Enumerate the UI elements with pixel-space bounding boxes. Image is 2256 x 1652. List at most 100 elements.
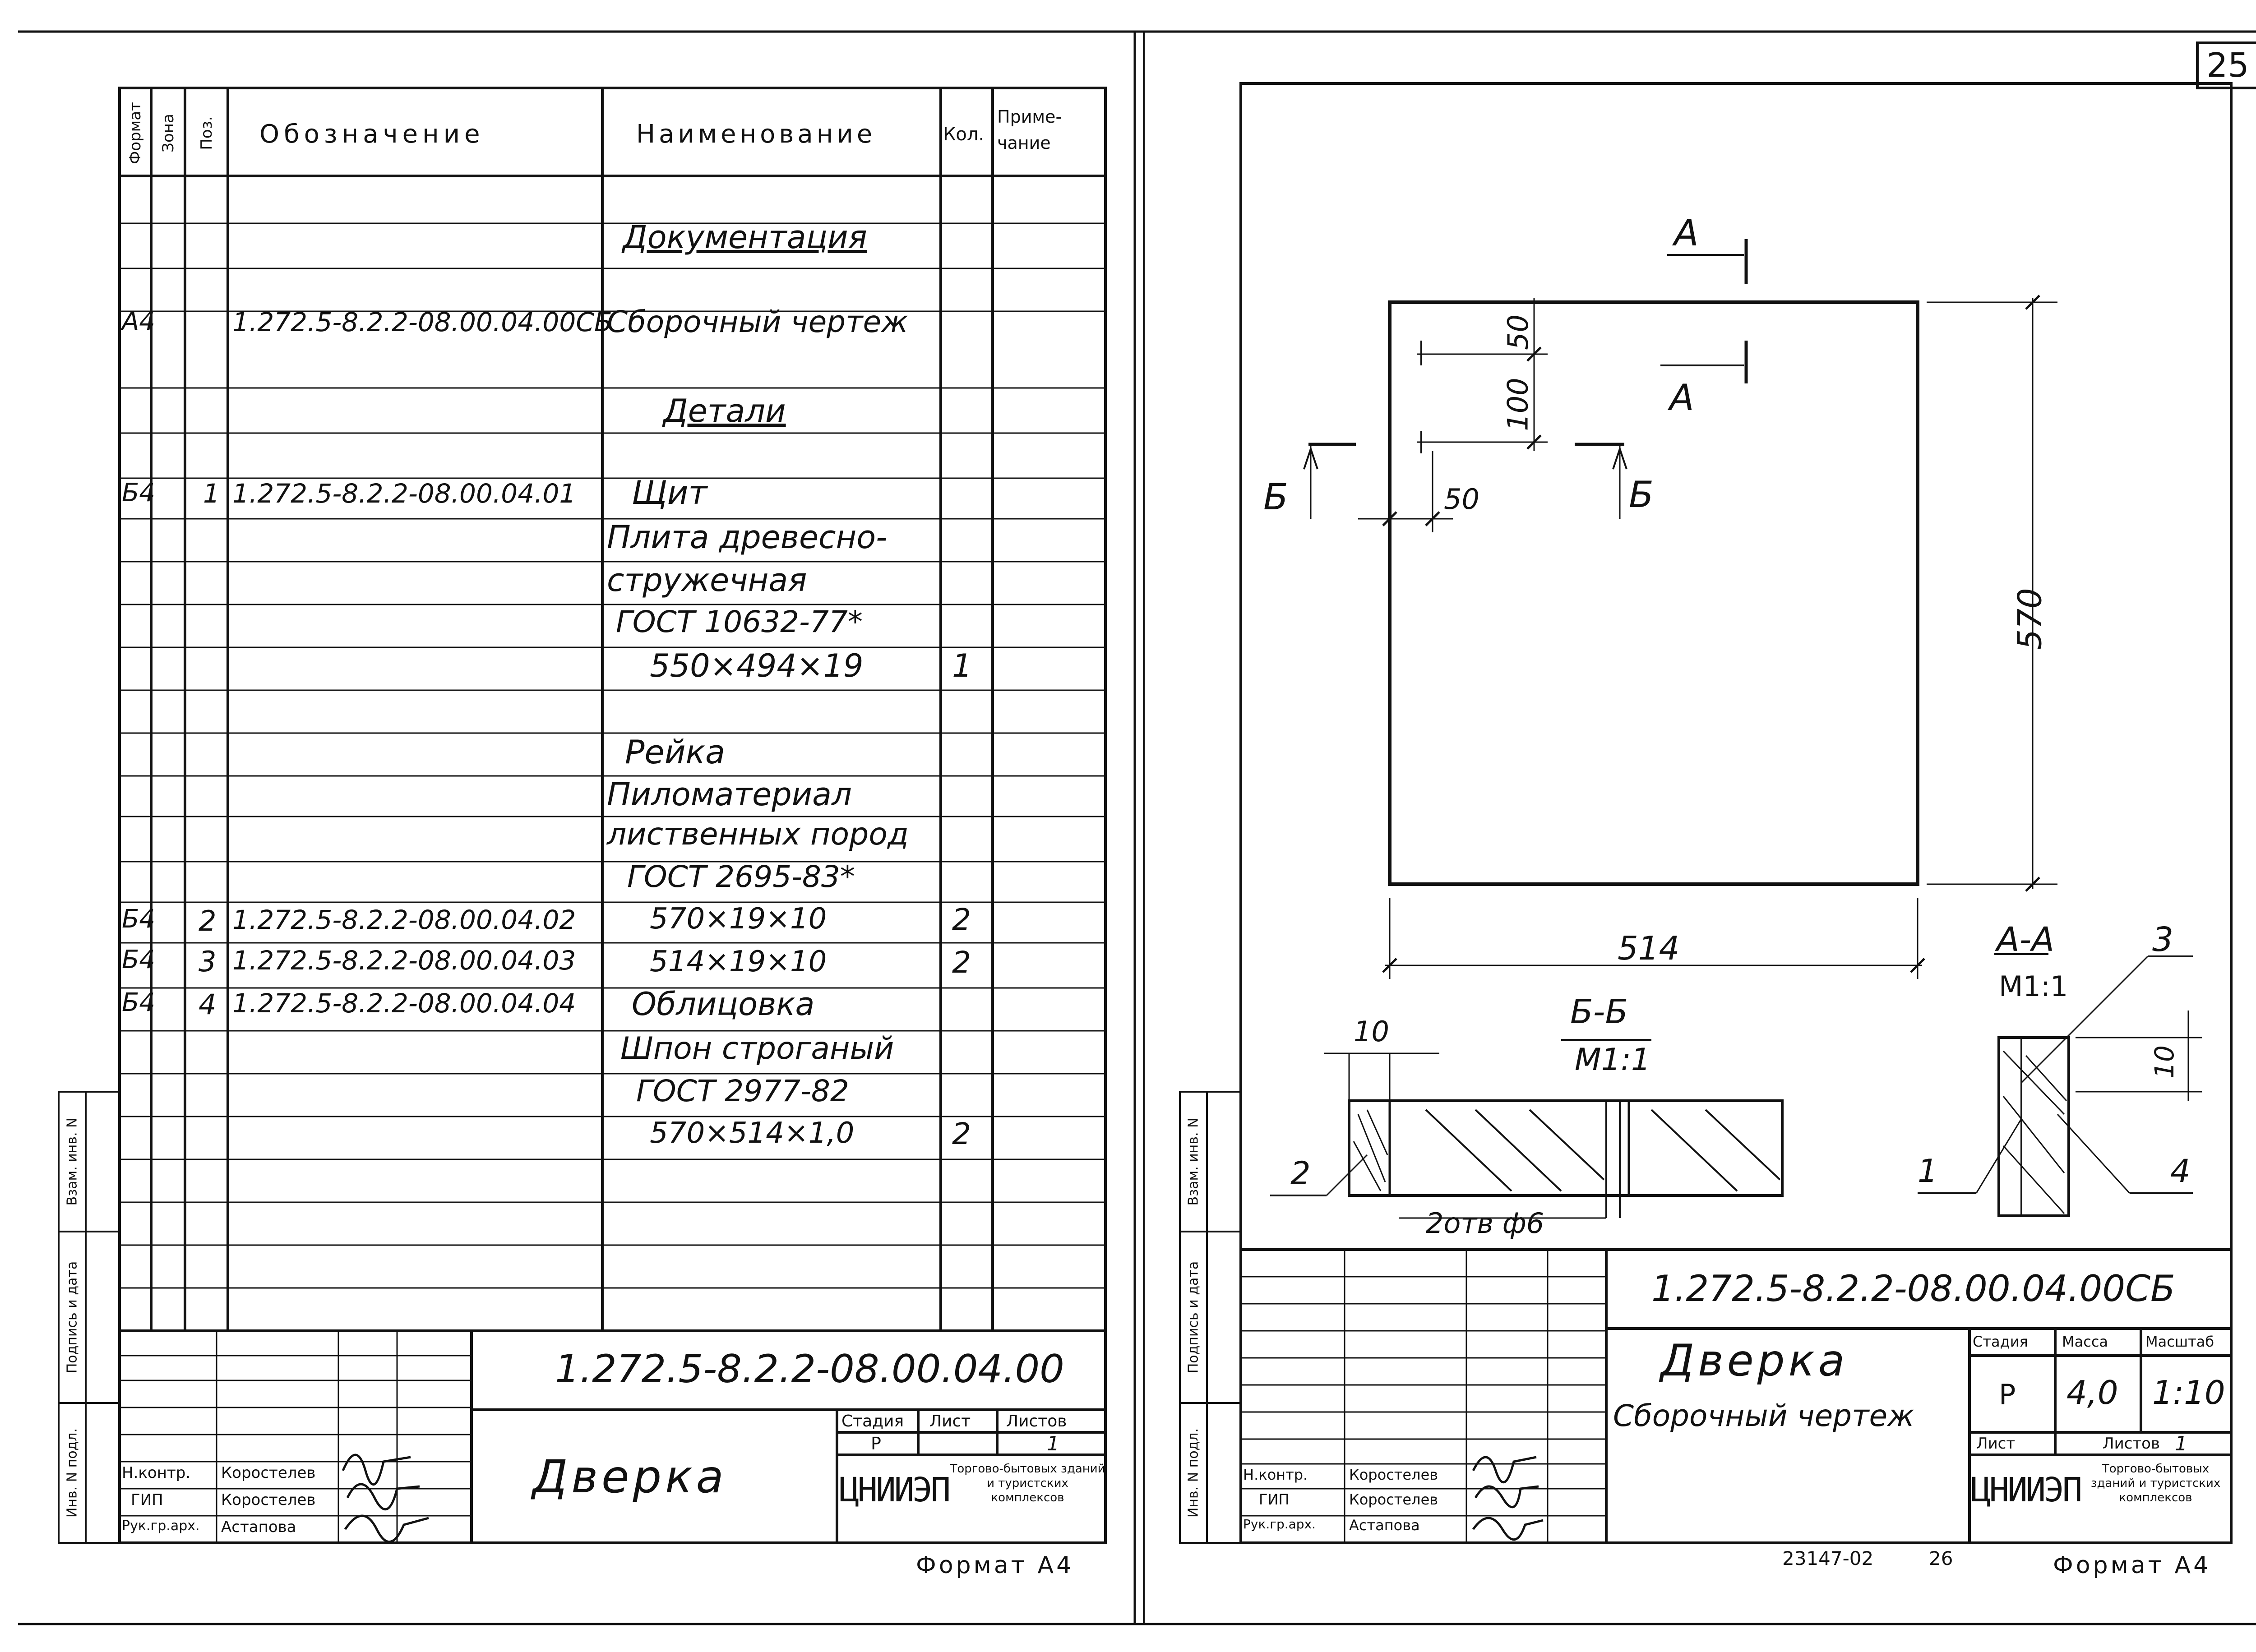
list-item: Документация — [623, 219, 867, 256]
footer-doc-code: 23147-02 — [1782, 1547, 1874, 1569]
person-name: Астапова — [221, 1518, 296, 1536]
dim-width: 514 — [1618, 929, 1680, 967]
doc-code: 1.272.5-8.2.2-08.00.04.00СБ — [1651, 1268, 2175, 1310]
list-item: Облицовка — [632, 986, 815, 1023]
doc-code: 1.272.5-8.2.2-08.00.04.00 — [555, 1347, 1064, 1392]
section-aa-title: А-А — [1997, 920, 2054, 959]
list-item-pos: 3 — [199, 945, 217, 978]
doc-subtitle: Сборочный чертеж — [1613, 1398, 1914, 1433]
list-item-designation: 1.272.5-8.2.2-08.00.04.02 — [232, 904, 576, 935]
side-label: Подпись и дата — [1185, 1261, 1202, 1374]
stage-value: Р — [871, 1434, 881, 1454]
section-bb-scale: М1:1 — [1575, 1042, 1651, 1078]
header-format: Формат — [126, 102, 144, 164]
list-item-qty: 2 — [952, 902, 971, 937]
list-item: 514×19×10 — [650, 945, 827, 978]
scale-value: 1:10 — [2152, 1374, 2225, 1412]
org-name: Торгово-бытовых зданий и туристских комп… — [2090, 1462, 2221, 1504]
header-pos-cell: Поз. — [185, 90, 228, 176]
section-a-mark-bottom: А — [1669, 377, 1694, 419]
header-zone-cell: Зона — [151, 90, 185, 176]
person-role: ГИП — [1259, 1491, 1290, 1508]
header-designation: Обозначение — [259, 120, 485, 149]
callout-1: 1 — [1918, 1153, 1938, 1190]
list-item-format: Б4 — [122, 904, 156, 934]
list-item: ГОСТ 2695-83* — [627, 859, 855, 894]
callout-4: 4 — [2170, 1153, 2191, 1190]
side-label: Подпись и дата — [64, 1261, 80, 1374]
header-note: Приме- чание — [997, 107, 1062, 153]
section-bb-holes: 2отв ф6 — [1426, 1207, 1544, 1240]
side-label-cell: Взам. инв. N — [59, 1092, 86, 1232]
section-a-mark-top: А — [1674, 212, 1699, 254]
sheet-label: Лист — [929, 1412, 971, 1431]
footer-page-no: 26 — [1929, 1547, 1953, 1569]
list-item-pos: 4 — [199, 988, 217, 1021]
list-item-qty: 2 — [952, 945, 971, 980]
list-item: Детали — [663, 392, 786, 429]
org-name: Торгово-бытовых зданий и туристских комп… — [950, 1462, 1105, 1504]
side-label-cell: Инв. N подл. — [59, 1403, 86, 1543]
page-number: 25 — [2206, 46, 2249, 85]
format-label: Формат А4 — [916, 1552, 1074, 1579]
section-bb-title: Б-Б — [1570, 992, 1628, 1031]
side-label: Взам. инв. N — [64, 1117, 80, 1206]
sheets-value: 1 — [1047, 1432, 1059, 1455]
list-item: 570×514×1,0 — [650, 1117, 855, 1150]
mass-label: Масса — [2062, 1333, 2108, 1350]
person-role: Рук.гр.арх. — [1243, 1517, 1316, 1532]
dim-50-side: 50 — [1444, 483, 1479, 516]
doc-title: Дверка — [532, 1450, 727, 1503]
sheets-value: 1 — [2175, 1432, 2187, 1455]
sheets-label: Листов — [2103, 1435, 2160, 1453]
header-qty: Кол. — [943, 124, 985, 145]
person-name: Коростелев — [1349, 1466, 1438, 1483]
header-name: Наименование — [636, 120, 876, 149]
list-item-format: Б4 — [122, 478, 156, 508]
side-label-cell: Взам. инв. N — [1180, 1092, 1207, 1232]
mass-value: 4,0 — [2066, 1374, 2118, 1412]
person-name: Астапова — [1349, 1517, 1420, 1534]
list-item: лиственных пород — [607, 817, 909, 852]
list-item-qty: 1 — [952, 647, 972, 684]
left-spec-grid — [58, 87, 1107, 1544]
person-role: Н.контр. — [122, 1464, 191, 1482]
list-item-pos: 1 — [203, 478, 220, 509]
side-label-cell: Подпись и дата — [59, 1232, 86, 1403]
person-role: Рук.гр.арх. — [122, 1518, 200, 1534]
stage-label: Стадия — [841, 1412, 904, 1431]
person-name: Коростелев — [221, 1464, 316, 1482]
dim-50-top: 50 — [1501, 314, 1535, 350]
dim-10-bb: 10 — [1354, 1015, 1389, 1048]
header-format-cell: Формат — [120, 90, 151, 176]
list-item-designation: 1.272.5-8.2.2-08.00.04.01 — [232, 478, 576, 509]
org-logo: ЦНИИЭП — [839, 1471, 951, 1509]
scale-label: Масштаб — [2145, 1333, 2214, 1350]
list-item: стружечная — [607, 562, 807, 599]
header-zone: Зона — [159, 114, 177, 152]
format-label: Формат А4 — [2053, 1552, 2211, 1579]
section-b-mark-left: Б — [1263, 476, 1288, 518]
header-pos: Поз. — [197, 116, 216, 150]
list-item-pos: 2 — [199, 904, 217, 937]
door-panel-view — [1303, 239, 2057, 979]
sheet-label: Лист — [1976, 1435, 2016, 1453]
section-aa-scale: М1:1 — [1999, 970, 2068, 1003]
list-item-format: Б4 — [122, 945, 156, 974]
list-item: Шпон строганый — [620, 1031, 894, 1066]
callout-2: 2 — [1290, 1155, 1311, 1192]
section-bb — [1270, 1039, 1784, 1219]
list-item: Рейка — [625, 733, 726, 771]
sheets-label: Листов — [1006, 1412, 1067, 1431]
list-item: ГОСТ 10632-77* — [616, 605, 863, 639]
callout-3: 3 — [2152, 920, 2174, 959]
org-logo: ЦНИИЭП — [1971, 1471, 2082, 1509]
list-item: 550×494×19 — [650, 647, 864, 684]
right-drawing-frame — [1179, 82, 2233, 1544]
person-name: Коростелев — [1349, 1491, 1438, 1508]
dim-10-aa: 10 — [2149, 1045, 2180, 1079]
section-b-mark-right: Б — [1629, 474, 1654, 516]
list-item: Пиломатериал — [607, 776, 852, 813]
side-label: Взам. инв. N — [1185, 1117, 1202, 1206]
